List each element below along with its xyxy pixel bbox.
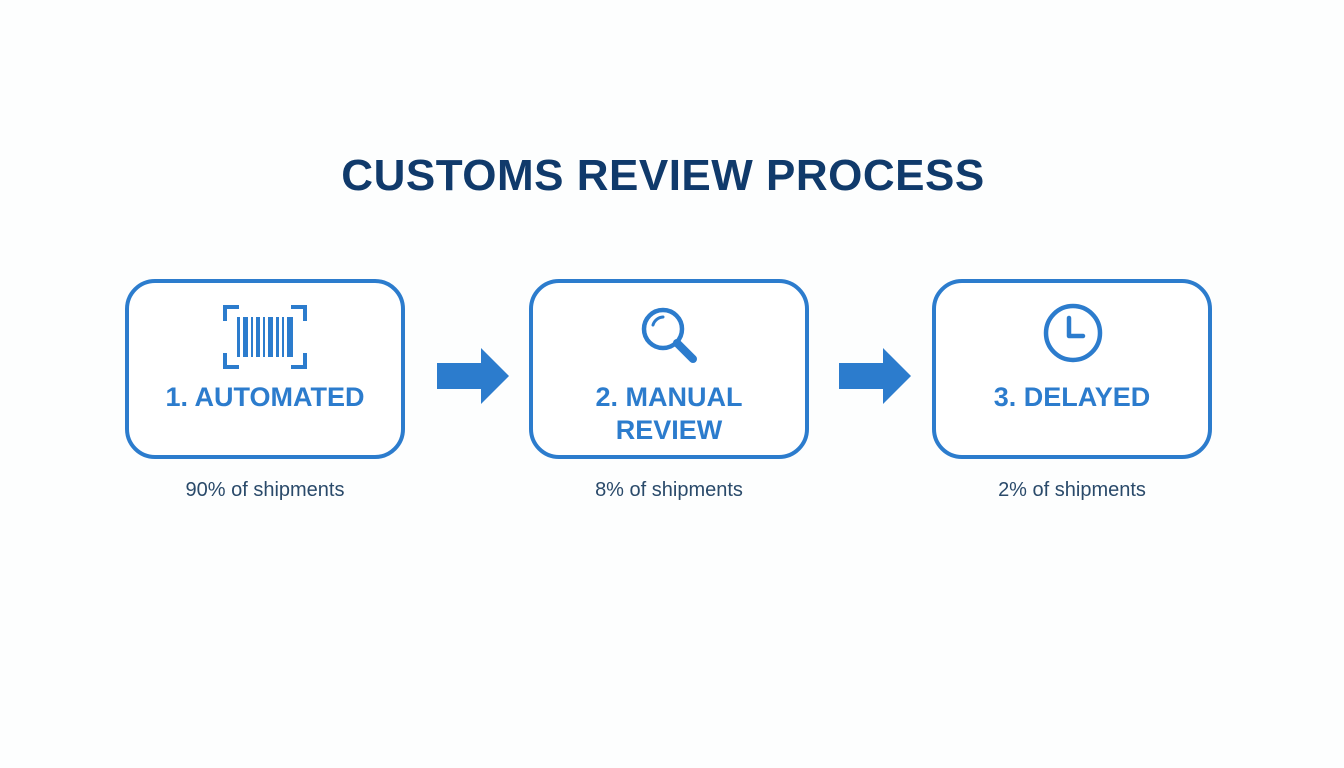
diagram-title: CUSTOMS REVIEW PROCESS xyxy=(341,151,985,200)
arrow-right-icon xyxy=(839,348,913,404)
step-automated: 1. AUTOMATED xyxy=(125,279,405,459)
clock-icon xyxy=(1028,303,1116,371)
arrow-right-icon xyxy=(437,348,511,404)
barcode-scan-icon xyxy=(221,303,309,371)
step-label: 2. MANUAL REVIEW xyxy=(595,382,743,445)
step-label: 1. AUTOMATED xyxy=(165,382,365,412)
step-delayed: 3. DELAYED xyxy=(932,279,1212,459)
magnifying-glass-icon xyxy=(625,303,713,371)
step-caption: 8% of shipments xyxy=(595,479,743,501)
step-caption: 90% of shipments xyxy=(185,479,345,501)
step-label: 3. DELAYED xyxy=(993,382,1151,412)
step-manual-review: 2. MANUAL REVIEW xyxy=(529,279,809,459)
step-caption: 2% of shipments xyxy=(998,479,1146,501)
